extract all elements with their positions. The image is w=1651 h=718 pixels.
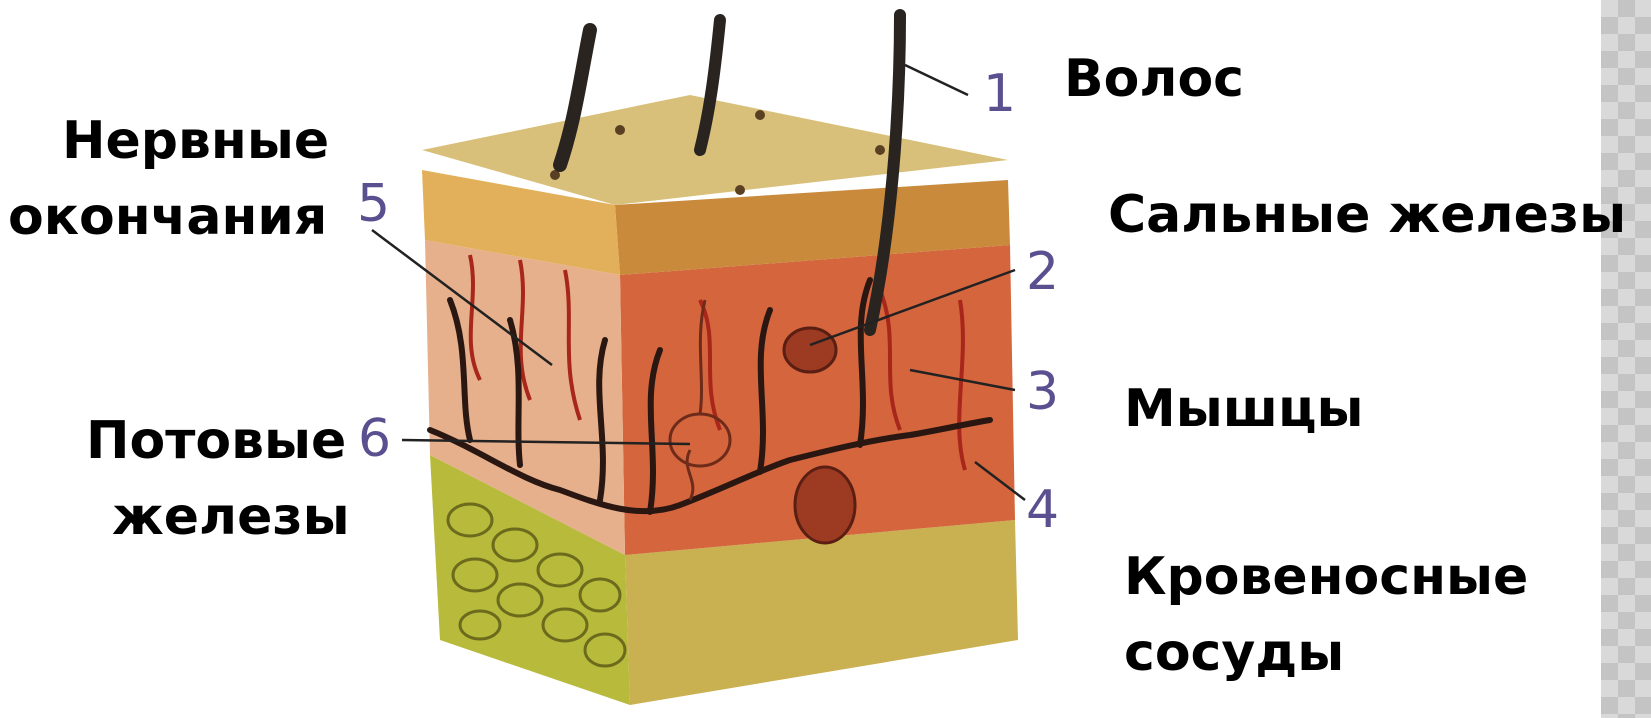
label-sweat-glands-line2: железы	[112, 488, 350, 546]
callout-number-3: 3	[1026, 366, 1059, 418]
callout-number-5: 5	[357, 178, 390, 230]
callout-number-4: 4	[1026, 484, 1059, 536]
label-sweat-glands-line1: Потовые	[86, 412, 346, 470]
label-blood-vessels-line1: Кровеносные	[1124, 548, 1528, 606]
label-muscles: Мышцы	[1124, 380, 1364, 438]
label-blood-vessels-line2: сосуды	[1124, 624, 1344, 682]
label-hair: Волос	[1064, 50, 1244, 108]
label-nerve-endings-line2: окончания	[8, 188, 327, 246]
callout-number-1: 1	[983, 68, 1016, 120]
label-sebaceous-glands: Сальные железы	[1108, 186, 1626, 244]
callout-number-2: 2	[1026, 246, 1059, 298]
leader-1	[905, 65, 968, 95]
label-nerve-endings-line1: Нервные	[62, 112, 329, 170]
callout-number-6: 6	[358, 413, 391, 465]
